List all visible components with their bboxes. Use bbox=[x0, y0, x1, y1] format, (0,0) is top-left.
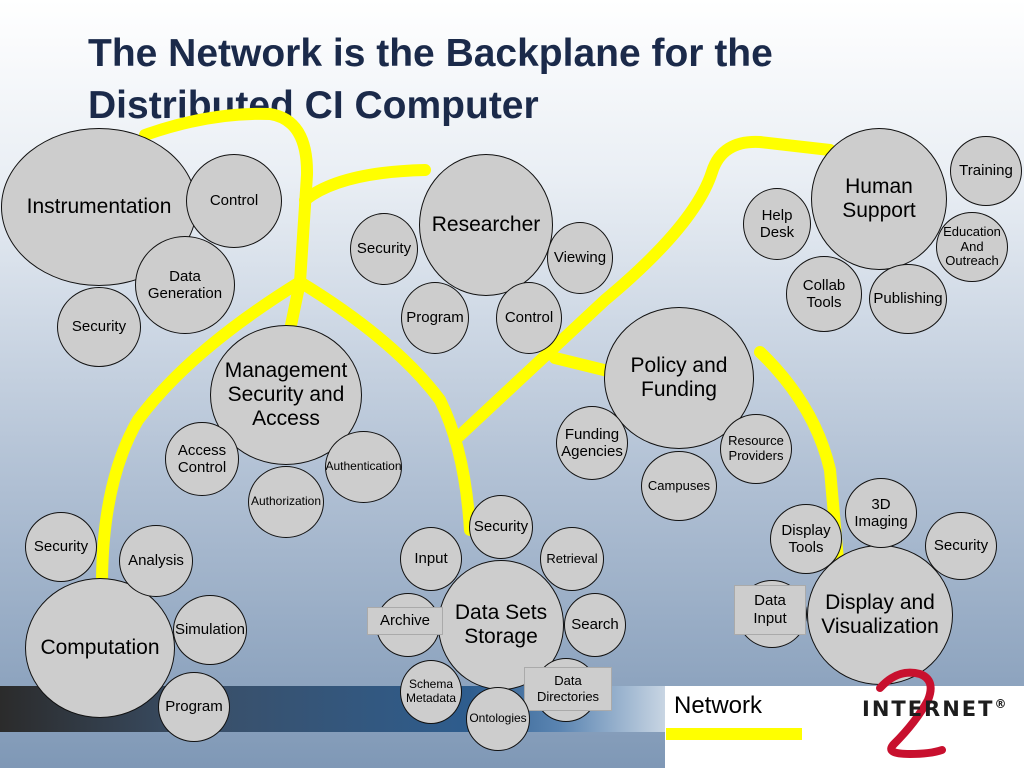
data-directories-node: Data Directories bbox=[524, 667, 612, 711]
search-node: Search bbox=[564, 593, 626, 657]
footer-white-area bbox=[665, 686, 1024, 768]
computation-security-node: Security bbox=[25, 512, 97, 582]
simulation-node: Simulation bbox=[173, 595, 247, 665]
logo-text: INTERNET bbox=[862, 697, 995, 721]
network-line-to-visualization bbox=[754, 346, 844, 566]
data-input-node: Data Input bbox=[734, 585, 806, 635]
network-line-to-management bbox=[284, 276, 306, 336]
management-security-access-node: Management Security and Access bbox=[210, 325, 362, 465]
archive-node: Archive bbox=[367, 607, 443, 635]
data-generation-node: Data Generation bbox=[135, 236, 235, 334]
title-line-1: The Network is the Backplane for the bbox=[88, 32, 773, 75]
human-support-node: Human Support bbox=[811, 128, 947, 270]
display-tools-node: Display Tools bbox=[770, 504, 842, 574]
researcher-node: Researcher bbox=[419, 154, 553, 296]
resource-providers-node: Resource Providers bbox=[720, 414, 792, 484]
network-line-to-policy bbox=[549, 352, 618, 378]
researcher-control-node: Control bbox=[496, 282, 562, 354]
network-line-to-human-support bbox=[449, 135, 836, 446]
3d-imaging-node: 3D Imaging bbox=[845, 478, 917, 548]
funding-agencies-node: Funding Agencies bbox=[556, 406, 628, 480]
network-line-top-left-arc bbox=[139, 107, 314, 288]
authorization-node: Authorization bbox=[248, 466, 324, 538]
computation-program-node: Program bbox=[158, 672, 230, 742]
title-line-2: Distributed CI Computer bbox=[88, 84, 539, 127]
input-node: Input bbox=[400, 527, 462, 591]
publishing-node: Publishing bbox=[869, 264, 947, 334]
authentication-node: Authentication bbox=[325, 431, 402, 503]
computation-node: Computation bbox=[25, 578, 175, 718]
visualization-security-node: Security bbox=[925, 512, 997, 580]
instrumentation-security-node: Security bbox=[57, 287, 141, 367]
legend-network-label: Network bbox=[674, 692, 763, 719]
researcher-security-node: Security bbox=[350, 213, 418, 285]
instrumentation-control-node: Control bbox=[186, 154, 282, 248]
logo-registered-mark: ® bbox=[994, 697, 1009, 711]
ontologies-node: Ontologies bbox=[466, 687, 530, 751]
slide-title: The Network is the Backplane for the Dis… bbox=[88, 28, 988, 132]
access-control-node: Access Control bbox=[165, 422, 239, 496]
network-line-to-researcher bbox=[299, 164, 431, 206]
internet2-logo: INTERNET® bbox=[862, 697, 1008, 721]
training-node: Training bbox=[950, 136, 1022, 206]
schema-metadata-node: Schema Metadata bbox=[400, 660, 462, 724]
help-desk-node: Help Desk bbox=[743, 188, 811, 260]
researcher-program-node: Program bbox=[401, 282, 469, 354]
network-line-to-storage bbox=[294, 276, 476, 536]
storage-security-node: Security bbox=[469, 495, 533, 559]
legend-network-line bbox=[666, 728, 802, 740]
collab-tools-node: Collab Tools bbox=[786, 256, 862, 332]
education-outreach-node: Education And Outreach bbox=[936, 212, 1008, 282]
instrumentation-node: Instrumentation bbox=[1, 128, 197, 286]
viewing-node: Viewing bbox=[547, 222, 613, 294]
display-visualization-node: Display and Visualization bbox=[807, 545, 953, 685]
network-line-to-computation bbox=[96, 276, 306, 586]
retrieval-node: Retrieval bbox=[540, 527, 604, 591]
analysis-node: Analysis bbox=[119, 525, 193, 597]
internet2-logo-icon bbox=[876, 668, 946, 758]
campuses-node: Campuses bbox=[641, 451, 717, 521]
